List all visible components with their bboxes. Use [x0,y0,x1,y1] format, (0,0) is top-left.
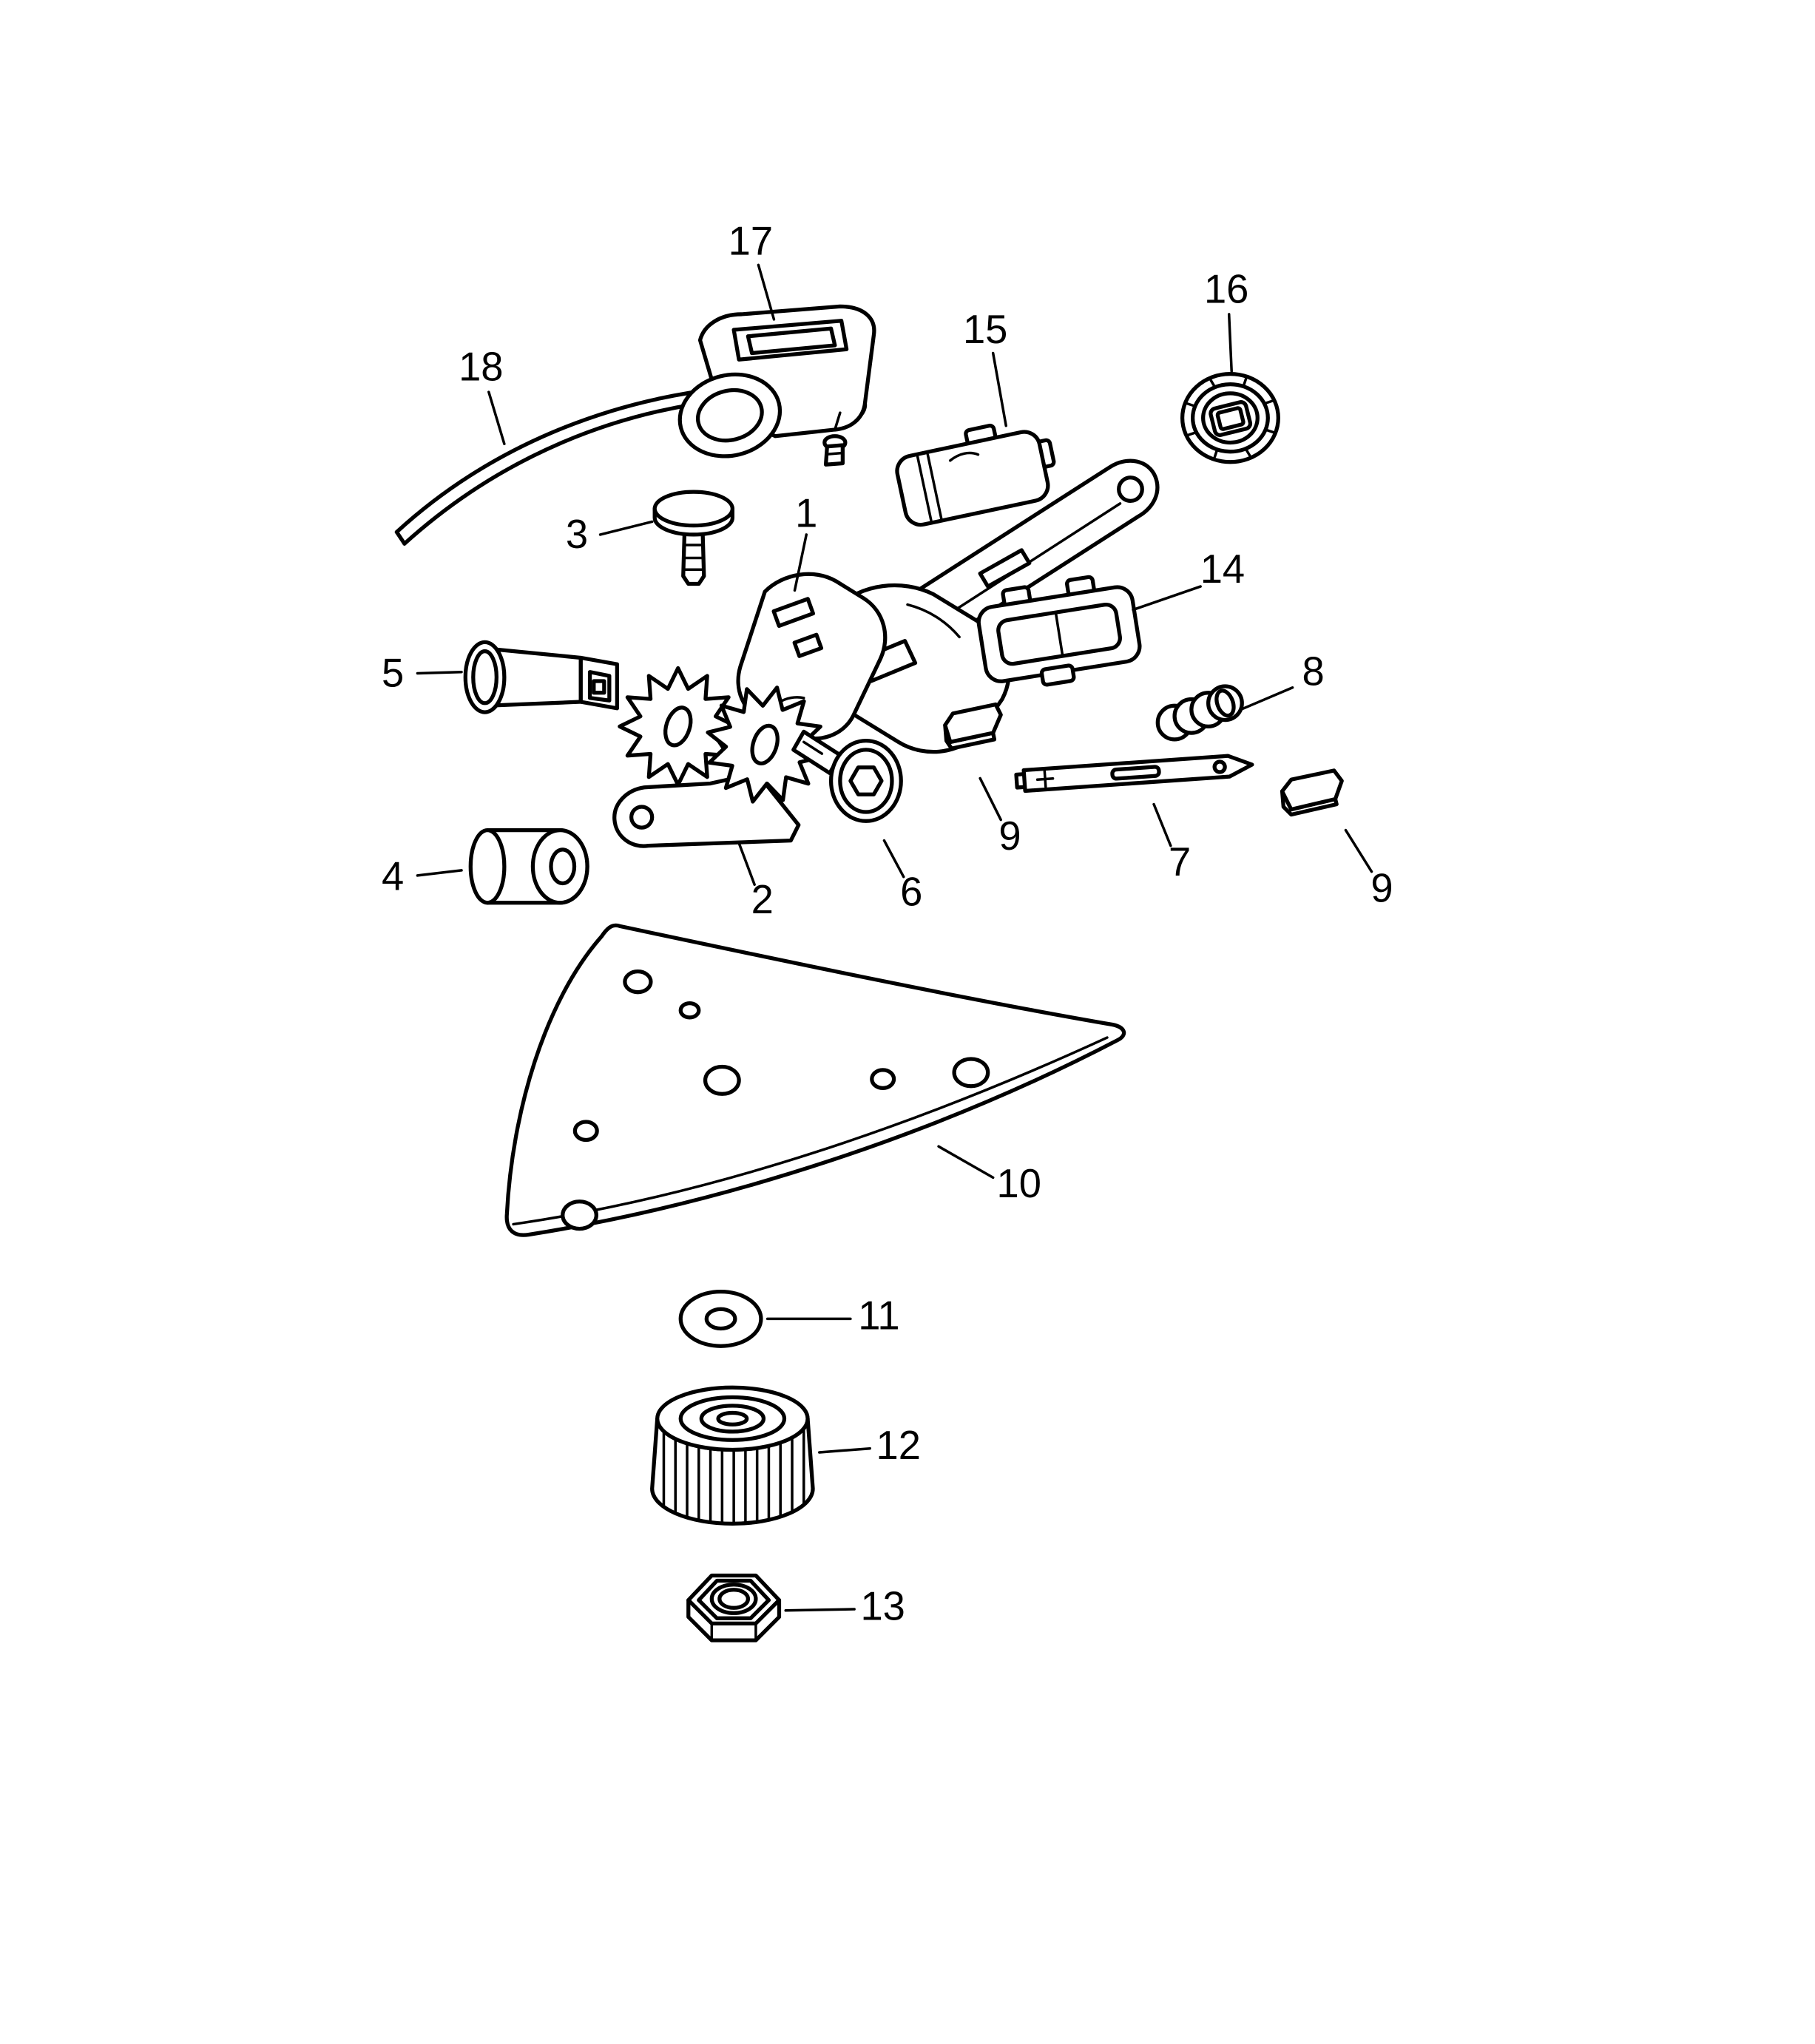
part-10 [504,923,1126,1237]
callout-15-label: 15 [963,307,1007,352]
callout-8-label: 8 [1302,649,1325,694]
callout-9b-leader [1344,828,1373,873]
plate-hole [623,969,653,995]
plate-hole [561,1199,598,1231]
callout-12-label: 12 [876,1423,921,1468]
plate-hole [703,1064,741,1096]
hex-socket [848,765,884,796]
callout-2-leader [737,842,756,886]
part-15 [895,423,1056,527]
callout-leaders [416,263,1373,1612]
callout-11-label: 11 [858,1293,899,1339]
callout-17-label: 17 [729,219,773,264]
callout-14-label: 14 [1200,546,1245,592]
callout-10-leader [937,1145,995,1180]
callout-3-label: 3 [566,512,588,557]
callout-16-leader [1227,313,1233,373]
part-13 [686,1573,782,1642]
callout-13-label: 13 [860,1583,905,1628]
grommet-ribs [1186,377,1275,458]
bracket-hole [629,805,655,830]
part-2 [612,668,834,848]
part-11 [678,1289,763,1348]
callout-7-label: 7 [1169,839,1191,884]
plate-hole [870,1068,896,1091]
callout-9a-leader [979,776,1002,822]
part-7 [1014,754,1254,793]
callout-16-label: 16 [1204,267,1248,312]
part-16 [1180,371,1280,464]
callout-15-leader [991,351,1007,427]
callout-4-label: 4 [382,854,404,899]
callout-9b-label: 9 [1370,865,1393,910]
plate-hole [572,1120,599,1143]
callout-5-leader [416,670,463,675]
part-12 [650,1385,815,1526]
bar-hole [1212,759,1227,774]
callout-18-label: 18 [459,345,503,390]
callout-12-leader [818,1446,871,1454]
callout-labels: 1 2 3 4 5 6 7 8 9 9 10 11 12 13 14 15 16… [382,219,1393,1629]
part-5 [463,640,619,714]
plate-hole [678,1001,701,1020]
callout-17-leader [757,263,776,321]
part-4 [468,828,589,905]
bushing-hole [549,847,577,886]
callout-5-label: 5 [382,650,404,695]
lever-end-hole [1117,476,1144,503]
callout-6-label: 6 [900,870,922,915]
callout-8-leader [1239,686,1294,711]
callout-4-leader [416,869,463,877]
part-17 [677,304,876,467]
callout-2-label: 2 [751,877,774,922]
part-6 [791,729,903,823]
callout-7-leader [1152,802,1172,847]
knob-hole [716,1410,749,1427]
callout-13-leader [784,1608,856,1612]
callout-10-label: 10 [997,1161,1041,1206]
callout-3-leader [598,520,654,536]
part-3 [652,490,734,586]
callout-18-leader [487,390,506,445]
part-8 [1155,684,1244,742]
callout-1-label: 1 [795,491,817,536]
part-9a [943,702,1003,751]
callout-6-leader [882,839,905,879]
callout-9a-label: 9 [998,813,1021,859]
callout-14-leader [1132,585,1202,612]
part-14 [976,575,1142,687]
part-9b [1280,768,1344,817]
callout-1-leader [793,533,808,592]
plate-hole [952,1057,990,1089]
